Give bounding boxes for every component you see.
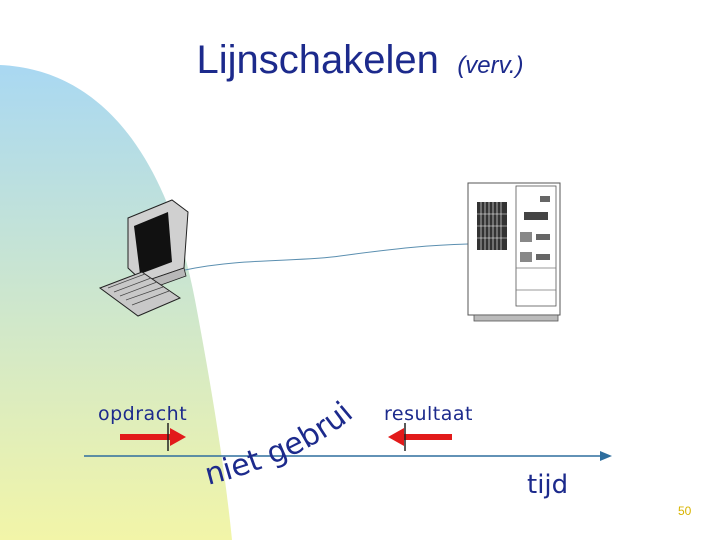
time-label: tijd bbox=[527, 470, 569, 500]
connection-line bbox=[184, 243, 469, 271]
time-axis-arrowhead bbox=[600, 451, 612, 461]
result-label: resultaat bbox=[384, 403, 473, 425]
request-label: opdracht bbox=[98, 403, 188, 425]
title-main: Lijnschakelen bbox=[196, 38, 439, 82]
mainframe-computer-icon bbox=[467, 182, 561, 322]
page-number: 50 bbox=[678, 504, 692, 518]
request-arrow bbox=[120, 423, 186, 451]
title-suffix: (verv.) bbox=[457, 52, 524, 79]
computer-terminal-icon bbox=[98, 199, 189, 317]
result-arrow bbox=[388, 423, 452, 451]
slide-title: Lijnschakelen (verv.) bbox=[0, 38, 720, 83]
background-gradient-shape bbox=[0, 65, 232, 540]
